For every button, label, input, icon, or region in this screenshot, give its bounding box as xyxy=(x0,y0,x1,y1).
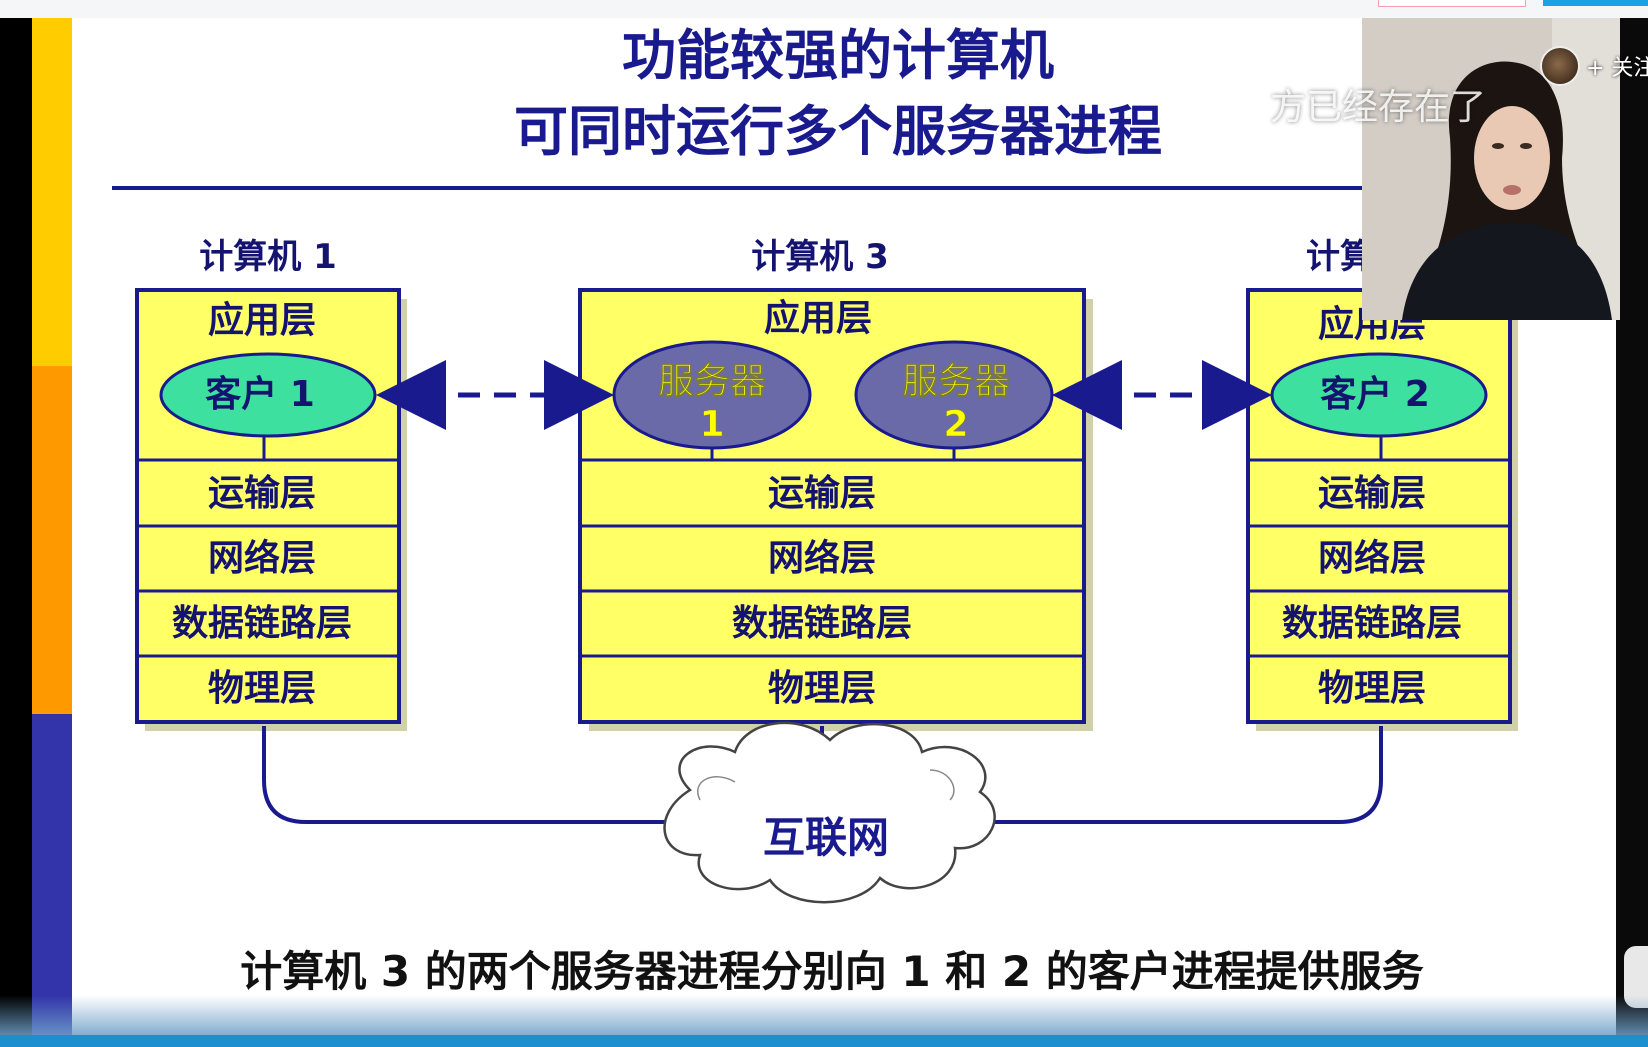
danmaku-comment: 方已经存在了 xyxy=(1270,87,1487,128)
sidebar-stripe-blue xyxy=(32,714,72,1035)
player-progress-bar[interactable] xyxy=(0,1035,1648,1047)
c1-transport-layer: 运输层 xyxy=(208,473,316,514)
server-1-process xyxy=(612,340,812,450)
right-edge-panel xyxy=(1616,18,1648,1035)
follow-button-label[interactable]: + 关注 xyxy=(1586,56,1648,81)
server-1-label-line2: 1 xyxy=(699,404,724,445)
c1-app-layer: 应用层 xyxy=(208,300,316,341)
c2-physical-layer: 物理层 xyxy=(1318,668,1426,709)
c3-physical-layer: 物理层 xyxy=(768,668,876,709)
server-2-label-line1: 服务器 xyxy=(902,361,1011,402)
player-bottom-gradient xyxy=(0,995,1648,1037)
c2-transport-layer: 运输层 xyxy=(1318,473,1426,514)
internet-label: 互联网 xyxy=(763,813,889,862)
client-1-label: 客户 1 xyxy=(205,374,315,415)
c2-datalink-layer: 数据链路层 xyxy=(1282,603,1462,644)
c1-network-layer: 网络层 xyxy=(208,537,316,579)
computer-3-heading: 计算机 3 xyxy=(751,237,889,277)
c3-network-layer: 网络层 xyxy=(768,537,876,579)
uploader-avatar[interactable] xyxy=(1540,46,1580,86)
top-button-filled[interactable] xyxy=(1543,0,1648,6)
server-2-label-line2: 2 xyxy=(943,404,968,445)
c2-network-layer: 网络层 xyxy=(1318,537,1426,579)
link-computer1-internet xyxy=(262,726,676,824)
c1-datalink-layer: 数据链路层 xyxy=(172,603,352,644)
link-computer2-internet xyxy=(980,726,1383,824)
client-2-process xyxy=(1270,352,1488,438)
c3-app-layer: 应用层 xyxy=(764,298,872,339)
client-1-process xyxy=(159,352,377,438)
slide-title-line2: 可同时运行多个服务器进程 xyxy=(514,100,1162,163)
slide-caption: 计算机 3 的两个服务器进程分别向 1 和 2 的客户进程提供服务 xyxy=(240,947,1423,996)
presenter-webcam xyxy=(1362,18,1620,320)
presenter-figure xyxy=(1362,18,1620,320)
sidebar-stripe-yellow xyxy=(32,18,72,366)
c3-datalink-layer: 数据链路层 xyxy=(732,603,912,644)
top-button-outline[interactable] xyxy=(1378,0,1526,7)
computer-1-heading: 计算机 1 xyxy=(199,237,337,277)
client-2-label: 客户 2 xyxy=(1320,374,1430,415)
slide-title-line1: 功能较强的计算机 xyxy=(622,24,1054,87)
sidebar-stripe-orange xyxy=(32,366,72,714)
server-1-label-line1: 服务器 xyxy=(658,361,767,402)
internet-cloud xyxy=(663,721,996,904)
browser-top-bar xyxy=(0,0,1648,18)
c3-transport-layer: 运输层 xyxy=(768,473,876,514)
c1-physical-layer: 物理层 xyxy=(208,668,316,709)
follow-control[interactable]: + 关注 xyxy=(1540,44,1648,86)
